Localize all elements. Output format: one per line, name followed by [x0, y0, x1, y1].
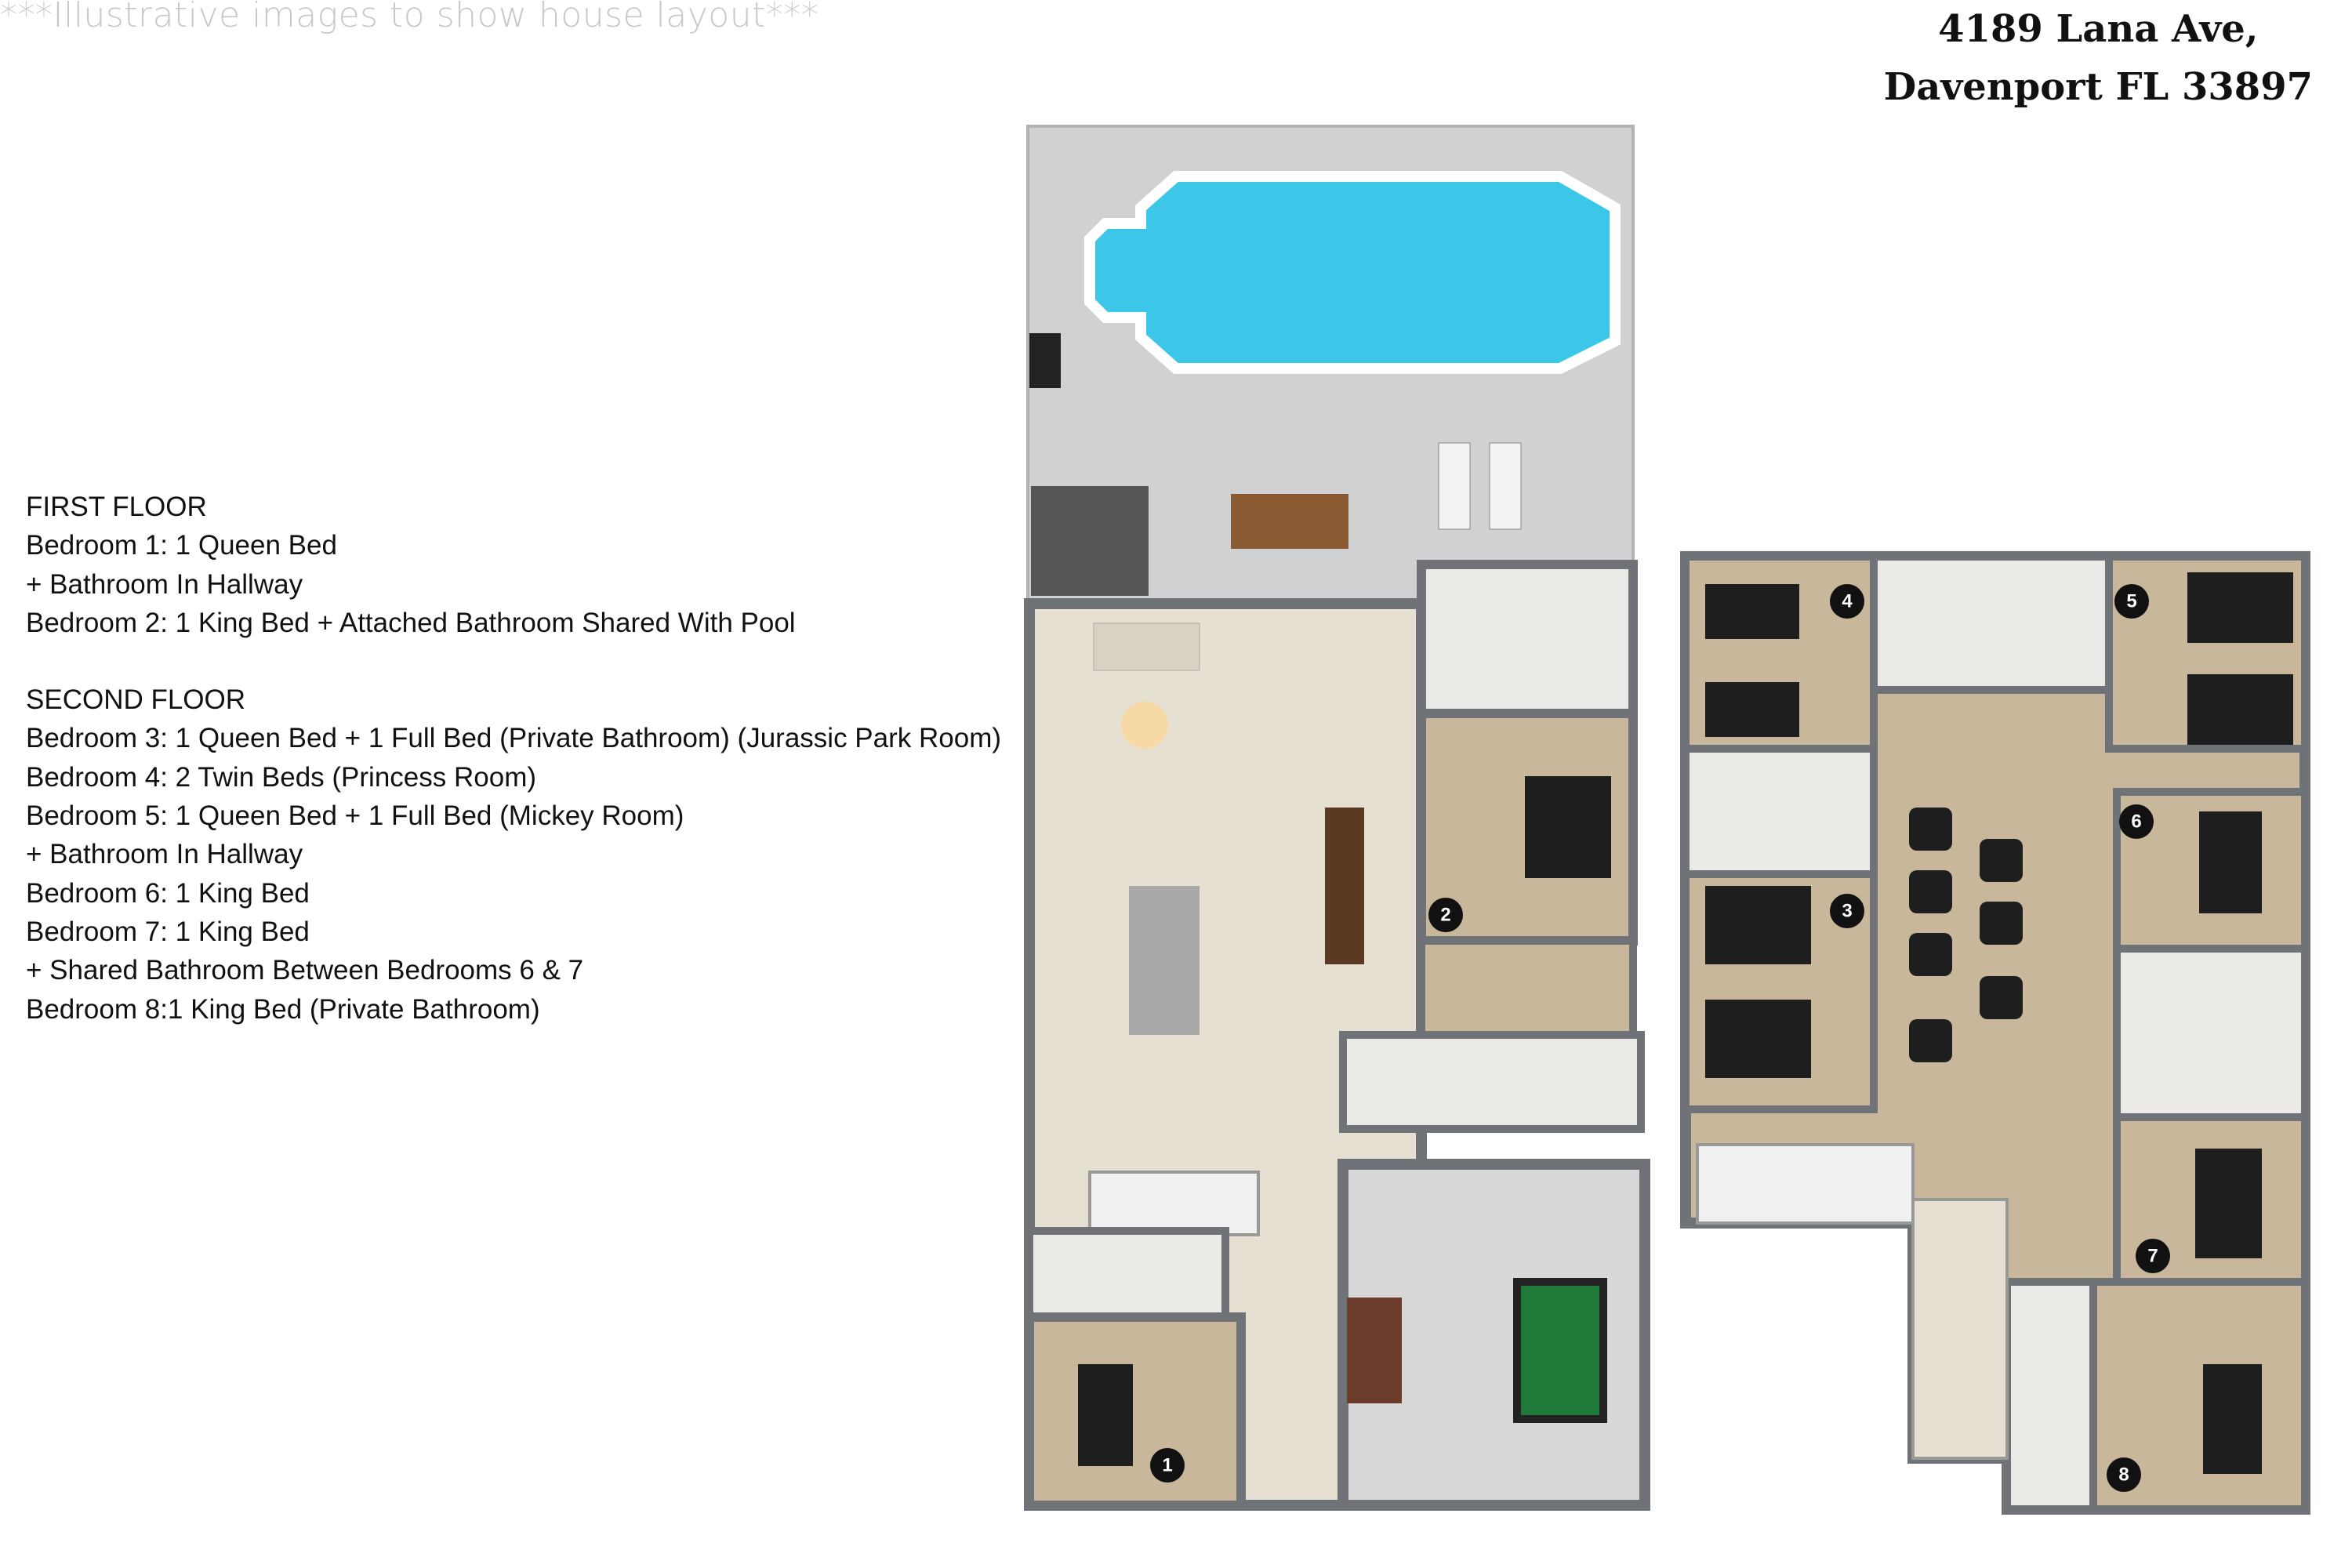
svg-text:4: 4 [1842, 591, 1853, 612]
svg-text:5: 5 [2126, 591, 2136, 612]
bedroom-marker-2: 2 [1428, 898, 1463, 932]
billiard-table [1513, 1278, 1607, 1423]
legend-line: Bedroom 2: 1 King Bed + Attached Bathroo… [26, 607, 796, 638]
sun-lounger [1438, 442, 1471, 530]
bathroom-3 [1682, 745, 1878, 878]
pool [1084, 171, 1621, 374]
bed [1078, 1364, 1133, 1466]
legend-line: Bedroom 1: 1 Queen Bed [26, 530, 337, 561]
outdoor-sofa [1031, 486, 1149, 596]
svg-text:2: 2 [1440, 905, 1450, 926]
legend-line: Bedroom 6: 1 King Bed [26, 877, 310, 909]
coffee-table [1121, 702, 1168, 749]
room-legend: FIRST FLOOR Bedroom 1: 1 Queen Bed + Bat… [26, 488, 1001, 1029]
bedroom-marker-4: 4 [1830, 584, 1864, 619]
bedroom-marker-1: 1 [1150, 1448, 1185, 1483]
svg-text:3: 3 [1842, 901, 1852, 922]
stairs [1088, 1171, 1260, 1236]
bedroom-marker-7: 7 [2136, 1239, 2170, 1273]
first-floor-heading: FIRST FLOOR [26, 492, 207, 522]
address-line-2: Davenport FL 33897 [1883, 65, 2313, 109]
legend-line: Bedroom 3: 1 Queen Bed + 1 Full Bed (Pri… [26, 723, 1002, 754]
beds [1705, 572, 2293, 1474]
legend-line: + Bathroom In Hallway [26, 839, 303, 870]
property-address: 4189 Lana Ave, Davenport FL 33897 [1884, 0, 2313, 116]
legend-line: + Bathroom In Hallway [26, 568, 303, 600]
sofa [1093, 622, 1200, 671]
shared-bathroom-6-7 [2113, 945, 2309, 1121]
bedroom-1 [1025, 1312, 1246, 1510]
laundry [1339, 1031, 1645, 1133]
loft-chairs [1909, 808, 2023, 1062]
address-line-1: 4189 Lana Ave, [1938, 7, 2259, 51]
dining-table [1325, 808, 1364, 964]
bedroom-marker-6: 6 [2119, 804, 2154, 839]
hall-bathroom [1025, 1227, 1229, 1321]
svg-text:8: 8 [2118, 1465, 2129, 1486]
game-room-sofa [1347, 1298, 1402, 1403]
bbq-grill [1029, 333, 1061, 388]
closets [1417, 937, 1637, 1039]
bedroom-marker-5: 5 [2114, 584, 2149, 619]
svg-text:1: 1 [1162, 1455, 1172, 1476]
bathroom-8 [2003, 1278, 2097, 1513]
outdoor-dining-table [1231, 494, 1348, 549]
stair-landing [1911, 1198, 2009, 1460]
second-floor-plan [1680, 551, 2310, 1515]
kitchen-island [1129, 886, 1200, 1035]
legend-line: + Shared Bathroom Between Bedrooms 6 & 7 [26, 955, 584, 986]
svg-text:6: 6 [2131, 811, 2141, 833]
bed [1525, 776, 1611, 878]
bedroom-marker-8: 8 [2107, 1457, 2141, 1492]
first-floor-plan [1024, 125, 1650, 1511]
legend-line: Bedroom 4: 2 Twin Beds (Princess Room) [26, 761, 537, 793]
hall-bathroom-2 [1870, 553, 2113, 694]
stairs [1696, 1143, 1915, 1225]
bedroom-marker-3: 3 [1830, 894, 1864, 928]
legend-line: Bedroom 7: 1 King Bed [26, 916, 310, 947]
disclaimer-text: ***Illustrative images to show house lay… [0, 0, 819, 35]
legend-line: Bedroom 8:1 King Bed (Private Bathroom) [26, 993, 540, 1025]
second-floor-heading: SECOND FLOOR [26, 684, 246, 716]
legend-line: Bedroom 5: 1 Queen Bed + 1 Full Bed (Mic… [26, 800, 684, 832]
svg-text:7: 7 [2147, 1246, 2158, 1267]
sun-lounger [1489, 442, 1522, 530]
bathroom-2 [1417, 560, 1638, 718]
